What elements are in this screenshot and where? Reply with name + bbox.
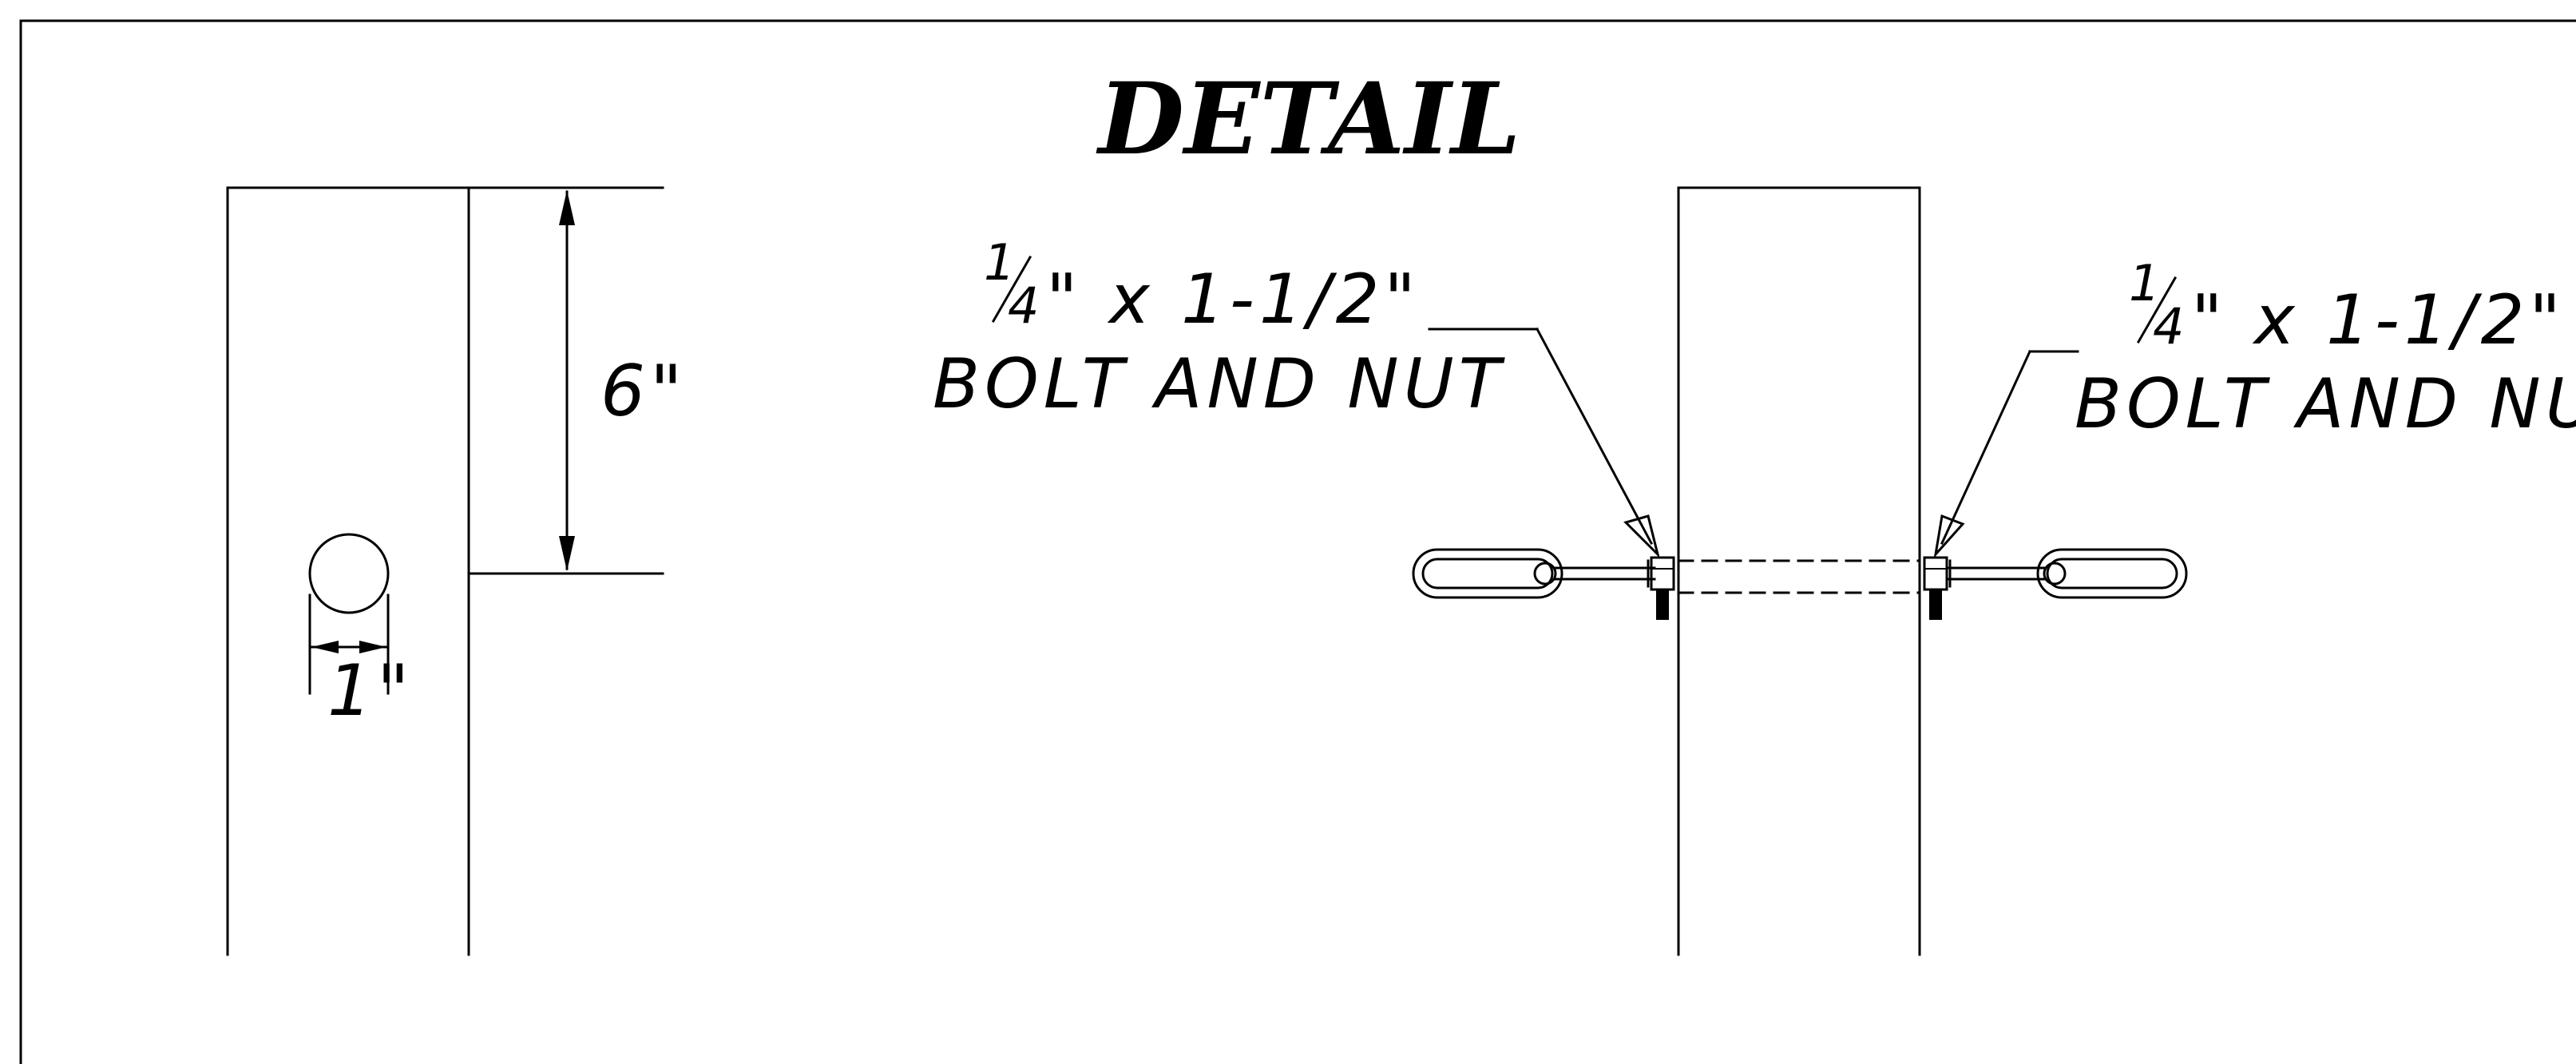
leader-arrowhead-left <box>1623 514 1660 558</box>
leader-arrowhead-right <box>1933 514 1965 558</box>
sheet-border <box>19 19 2576 1064</box>
right-fraction-bar <box>2136 276 2178 344</box>
left-fraction-denominator: 4 <box>1008 276 1044 335</box>
right-fraction-numerator: 1 <box>2129 254 2165 312</box>
left-callout: 1 4 " x 1-1/2" BOLT AND NUT <box>933 233 1506 424</box>
left-chain-link <box>1412 548 1563 599</box>
left-post-view: 6" 1" <box>226 186 687 956</box>
left-fraction-numerator: 1 <box>984 233 1020 292</box>
left-nut <box>1647 556 1675 620</box>
left-size-text: " x 1-1/2" <box>1046 260 1421 339</box>
right-chain-link <box>2036 548 2188 599</box>
height-dimension-label: 6" <box>600 350 687 432</box>
arrowhead-left <box>311 641 339 653</box>
right-callout: 1 4 " x 1-1/2" BOLT AND NUT <box>2075 254 2576 444</box>
right-eye-bolt <box>1945 562 2067 586</box>
left-description: BOLT AND NUT <box>933 344 1506 424</box>
left-leader <box>1428 327 1660 558</box>
height-dimension: 6" <box>559 190 687 571</box>
hole-diameter-dimension: 1" <box>308 594 414 732</box>
hole-diameter-label: 1" <box>327 649 414 732</box>
left-eye-bolt <box>1533 562 1656 586</box>
right-nut <box>1923 556 1952 620</box>
arrowhead-down <box>559 536 575 571</box>
arrowhead-up <box>559 190 575 225</box>
right-size-text: " x 1-1/2" <box>2191 280 2566 360</box>
right-fraction-denominator: 4 <box>2153 297 2189 355</box>
arrowhead-right <box>359 641 386 653</box>
bolt-hole <box>308 533 390 614</box>
right-description: BOLT AND NUT <box>2075 364 2576 444</box>
right-leader <box>1933 350 2079 558</box>
drawing-title: DETAIL <box>1096 62 1521 177</box>
right-post-view <box>1412 186 2188 956</box>
left-fraction-bar <box>991 255 1032 324</box>
